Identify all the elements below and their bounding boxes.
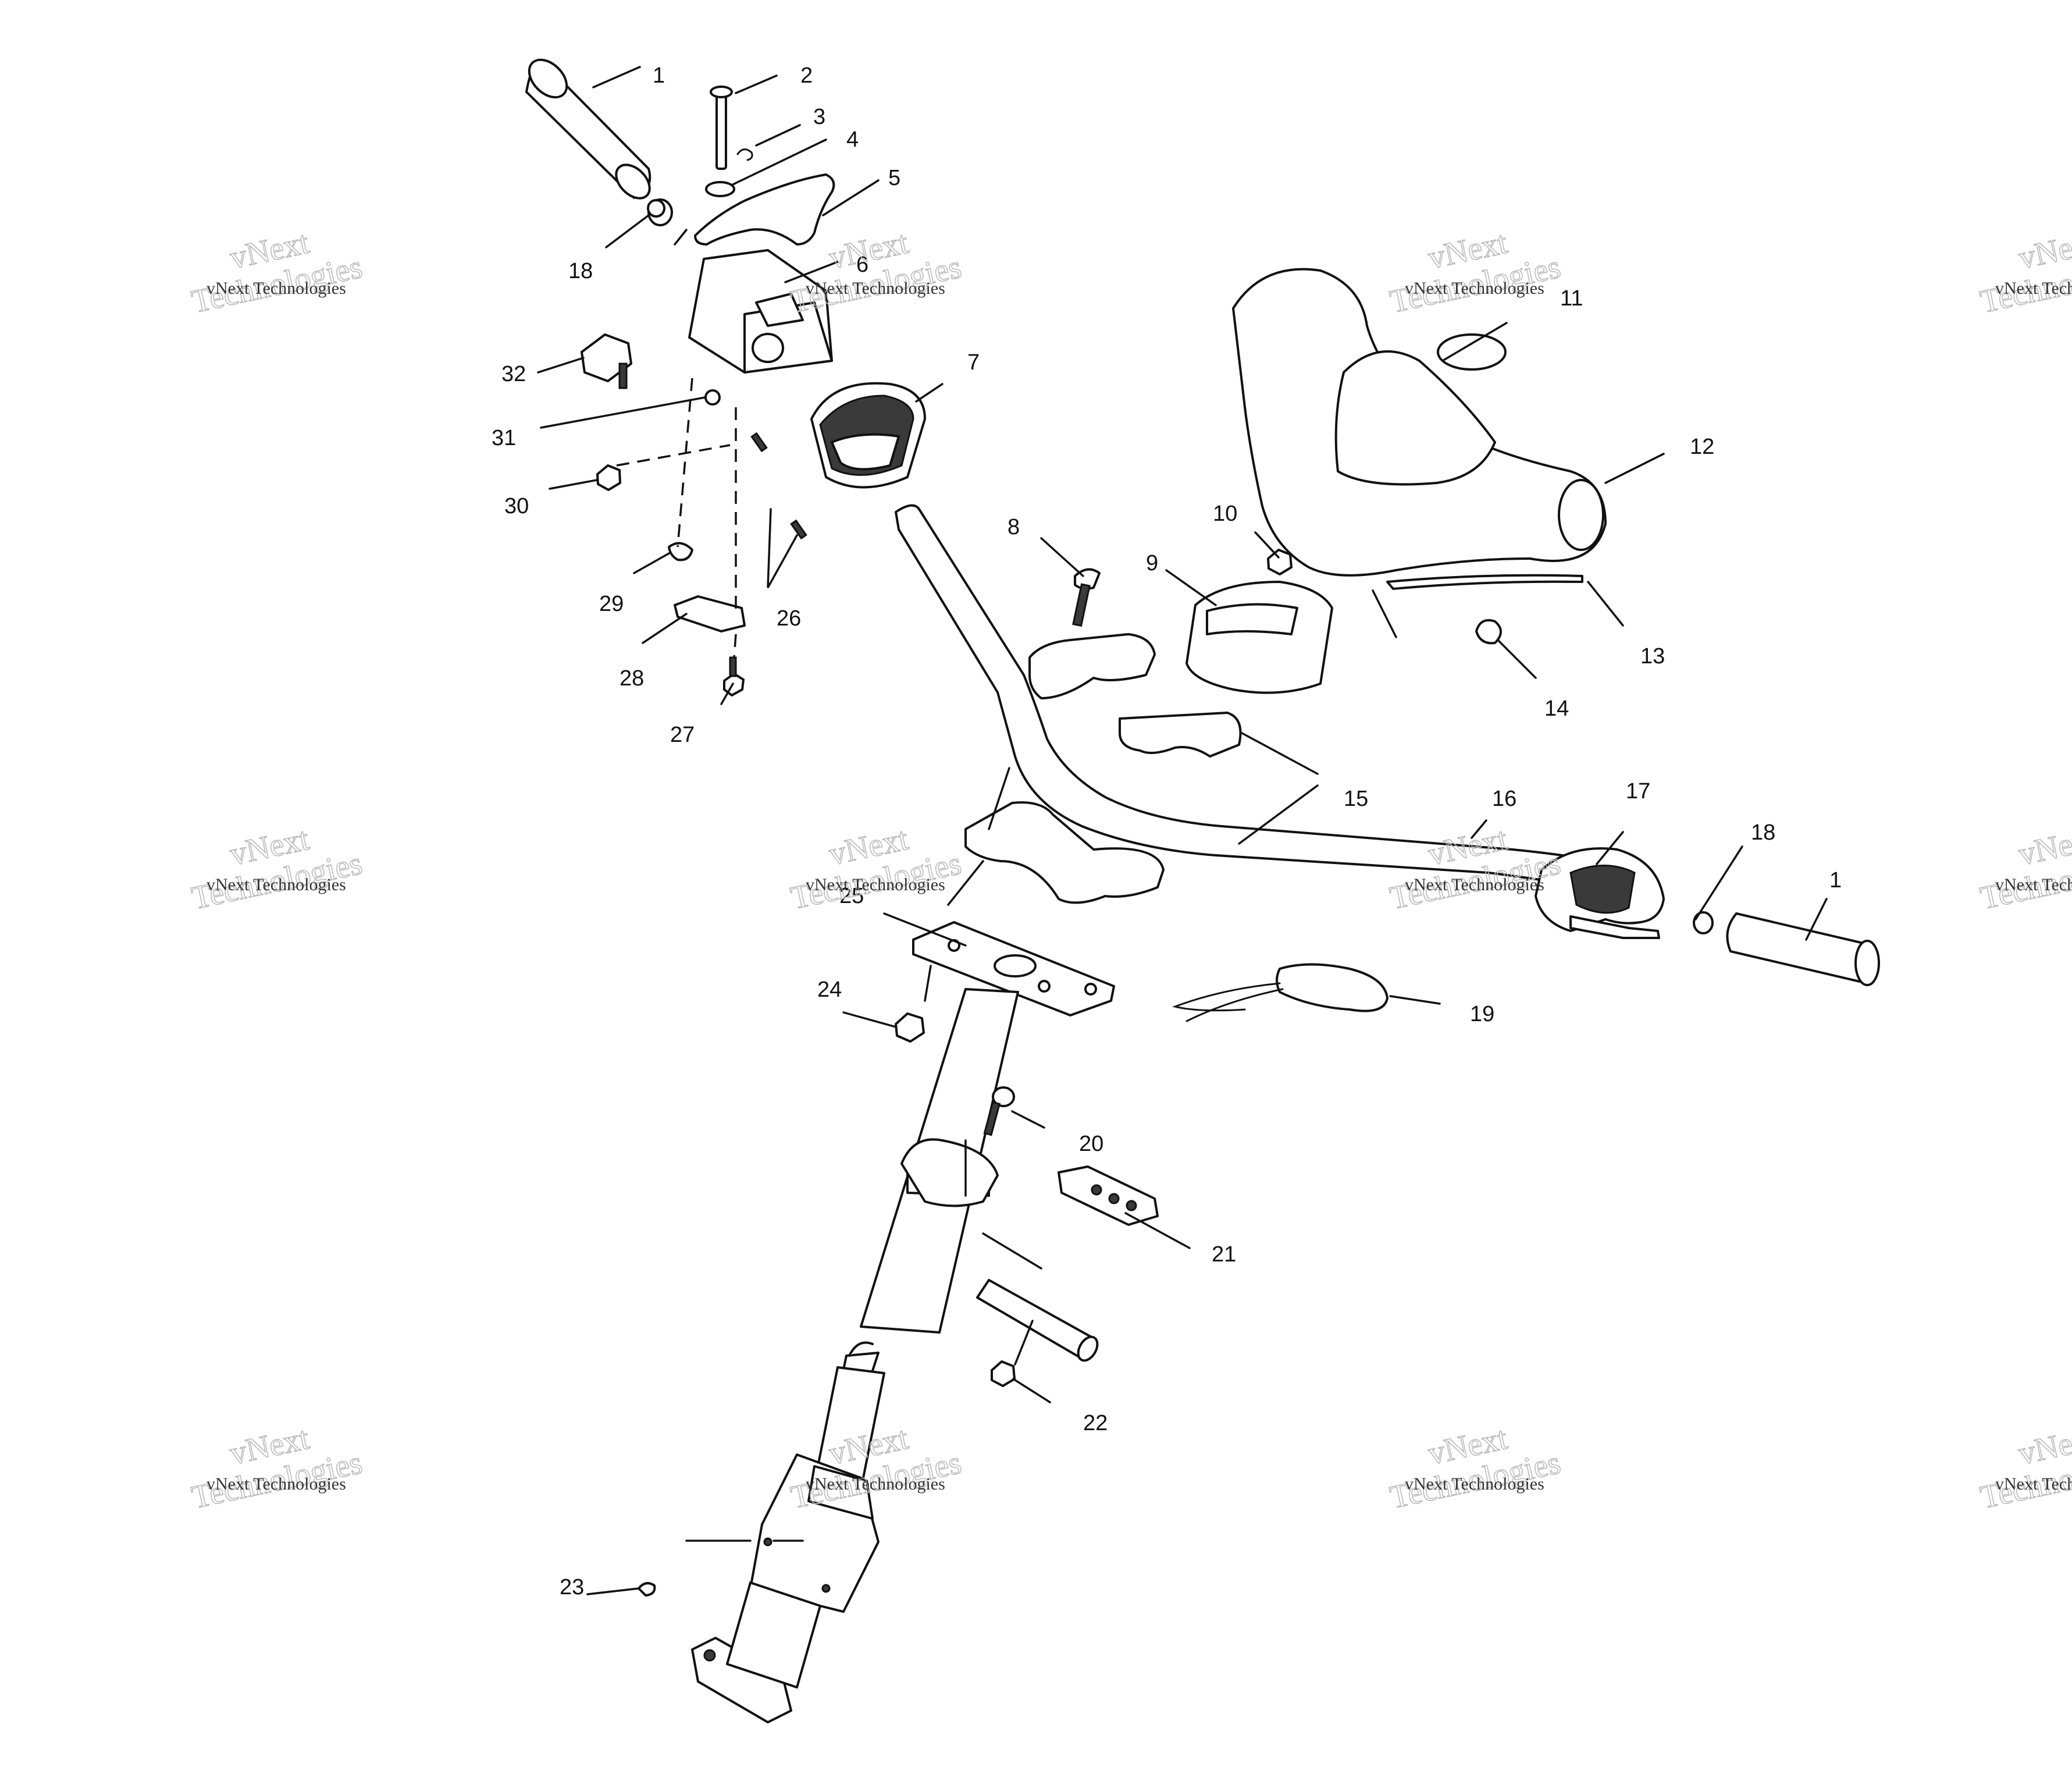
switch-block <box>581 333 632 389</box>
tie-rod <box>976 1279 1099 1387</box>
callout-20: 20 <box>1079 1132 1103 1156</box>
callout-24: 24 <box>817 977 842 1002</box>
handlebar-pad <box>1232 268 1607 577</box>
nut-post <box>895 1012 925 1043</box>
nut-small <box>596 464 621 491</box>
handlebar <box>895 504 1595 888</box>
callout-3: 3 <box>813 105 825 129</box>
callout-1: 1 <box>653 63 665 88</box>
callout-8: 8 <box>1007 515 1020 539</box>
callout-2: 2 <box>800 63 813 88</box>
callout-9: 9 <box>1146 551 1158 575</box>
svg-text:vNext Technologies: vNext Technologies <box>806 1474 945 1494</box>
svg-text:vNext Technologies: vNext Technologies <box>207 1474 346 1494</box>
detent-ball <box>704 389 721 406</box>
svg-text:vNext Technologies: vNext Technologies <box>1995 1474 2072 1494</box>
e-clip <box>736 148 753 161</box>
cotter-clip <box>638 1582 656 1597</box>
screws <box>750 432 807 540</box>
callout-28: 28 <box>620 666 644 691</box>
watermark-1: vNext Technologies vNext Technologies <box>188 224 366 321</box>
svg-text:vNext Technologies: vNext Technologies <box>806 279 945 298</box>
watermark-5: vNext Technologies vNext Technologies <box>188 820 366 917</box>
callout-16: 16 <box>1492 787 1516 811</box>
callout-25: 25 <box>839 884 864 908</box>
callout-21: 21 <box>1212 1242 1236 1267</box>
callout-31: 31 <box>492 426 516 450</box>
svg-text:vNext Technologies: vNext Technologies <box>207 875 346 894</box>
throttle-housing <box>688 249 833 374</box>
handlebar-clamp-upper <box>1028 633 1242 758</box>
assembly-lines-left <box>616 378 737 658</box>
steering-post <box>825 921 1115 1462</box>
throttle-cover-plate <box>674 595 746 632</box>
callout-18-right: 18 <box>1751 820 1775 845</box>
clamp-sleeve <box>1185 581 1333 694</box>
callout-6: 6 <box>856 253 868 277</box>
callout-23: 23 <box>560 1575 584 1599</box>
watermark-12: vNext Technologies vNext Technologies <box>1977 1420 2072 1516</box>
grip-right <box>1726 912 1880 986</box>
callout-12: 12 <box>1690 435 1714 459</box>
leader-lines <box>537 66 1828 1595</box>
callout-15: 15 <box>1344 787 1368 811</box>
clamp-bolt <box>1072 568 1101 627</box>
callout-26: 26 <box>777 606 801 631</box>
retaining-clip <box>668 542 693 561</box>
svg-text:vNext Technologies: vNext Technologies <box>1995 279 2072 298</box>
washer <box>705 181 735 197</box>
callout-18-left: 18 <box>568 259 593 283</box>
nut-upper <box>1267 549 1293 575</box>
heater-element <box>1172 963 1389 1022</box>
callout-numbers: 1 2 3 4 5 6 7 8 9 10 11 12 13 14 15 16 1… <box>492 63 1842 1599</box>
callout-4: 4 <box>846 127 859 152</box>
callout-13: 13 <box>1640 644 1665 669</box>
pivot-pin <box>710 86 733 170</box>
callout-19: 19 <box>1470 1002 1494 1026</box>
steering-column-lower <box>691 1366 885 1723</box>
callout-11: 11 <box>1560 286 1583 311</box>
svg-text:vNext Technologies: vNext Technologies <box>207 279 346 298</box>
callout-5: 5 <box>888 166 900 190</box>
clip-ring <box>1475 619 1502 645</box>
svg-text:vNext Technologies: vNext Technologies <box>1995 875 2072 894</box>
heater-ring <box>810 382 926 489</box>
svg-text:vNext Technologies: vNext Technologies <box>1405 1474 1544 1494</box>
watermark-8: vNext Technologies vNext Technologies <box>1977 820 2072 917</box>
callout-32: 32 <box>501 362 526 386</box>
end-plug-right <box>1693 911 1714 934</box>
svg-text:vNext Technologies: vNext Technologies <box>1405 279 1544 298</box>
callout-17: 17 <box>1626 779 1650 804</box>
watermark-3: vNext Technologies vNext Technologies <box>1386 224 1564 321</box>
screw-bottom <box>723 656 745 696</box>
svg-text:vNext Technologies: vNext Technologies <box>806 875 945 894</box>
grip-left <box>525 58 651 200</box>
mounting-bracket <box>1058 1165 1159 1226</box>
switch-housing-right <box>1535 847 1665 939</box>
watermark-11: vNext Technologies vNext Technologies <box>1386 1420 1564 1516</box>
svg-text:vNext Technologies: vNext Technologies <box>1405 875 1544 894</box>
pad-strap <box>1386 574 1583 590</box>
callout-10: 10 <box>1213 502 1237 526</box>
callout-22: 22 <box>1083 1411 1108 1435</box>
callout-29: 29 <box>599 592 624 616</box>
throttle-lever <box>694 173 835 246</box>
watermark-9: vNext Technologies vNext Technologies <box>188 1420 366 1516</box>
callout-30: 30 <box>504 494 529 518</box>
callout-1-right: 1 <box>1829 868 1842 893</box>
post-screw <box>983 1086 1015 1136</box>
callout-27: 27 <box>670 723 695 747</box>
watermark-4: vNext Technologies vNext Technologies <box>1977 224 2072 321</box>
callout-14: 14 <box>1544 696 1569 721</box>
callout-7: 7 <box>967 350 980 375</box>
watermark-6: vNext Technologies vNext Technologies <box>787 820 965 917</box>
end-plug-left <box>647 198 673 226</box>
handlebar-clamp-lower <box>964 801 1165 904</box>
